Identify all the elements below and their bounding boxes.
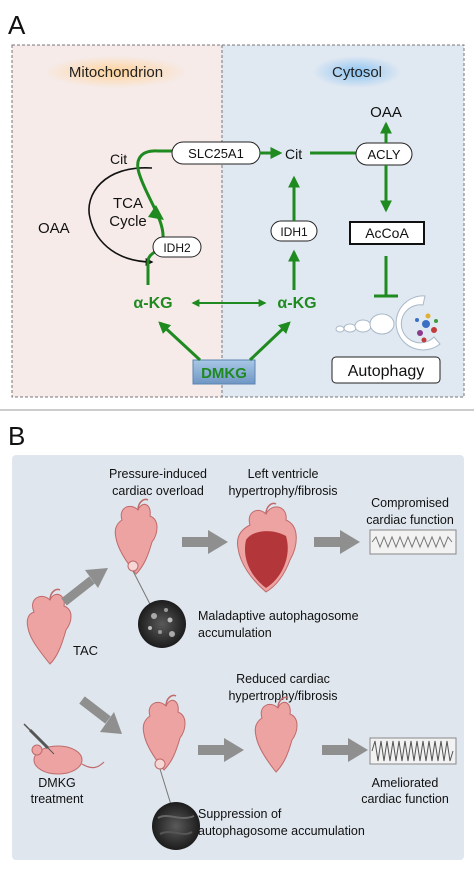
arrow-tac-to-dmkg <box>79 696 122 734</box>
overload-label-2: cardiac overload <box>112 484 204 498</box>
dmkg-treatment-label-2: treatment <box>31 792 84 806</box>
mitochondrion-label: Mitochondrion <box>69 64 163 81</box>
acly-box <box>355 142 413 166</box>
idh2-label: IDH2 <box>163 241 191 255</box>
micrograph-suppression <box>152 768 200 850</box>
arrow-reduced-to-ameliorated <box>322 738 368 762</box>
akg-cyto: α-KG <box>277 295 316 312</box>
lvh-label-1: Left ventricle <box>248 467 319 481</box>
cytosol-label-glow <box>313 56 401 88</box>
dmkg-to-akg-cyto-arrow <box>248 321 291 362</box>
suppression-label-2: autophagosome accumulation <box>198 824 365 838</box>
idh1-label: IDH1 <box>280 225 308 239</box>
dmkg-label: DMKG <box>201 365 247 382</box>
tca-label-line1: TCA <box>113 195 143 212</box>
lvh-label-2: hypertrophy/fibrosis <box>228 484 337 498</box>
mouse-icon <box>31 744 105 775</box>
reduced-label-2: hypertrophy/fibrosis <box>228 689 337 703</box>
acly-label: ACLY <box>368 147 401 162</box>
autophagy-label: Autophagy <box>348 363 425 380</box>
autophagy-box <box>331 356 441 384</box>
slc25a1-label: SLC25A1 <box>188 146 244 161</box>
cit-mito: Cit <box>110 151 127 167</box>
accoa-box <box>349 221 425 245</box>
oaa-top: OAA <box>370 104 402 121</box>
dmkg-box <box>192 359 256 385</box>
idh2-box <box>152 236 202 258</box>
tca-cycle-arc <box>88 167 154 266</box>
autophagosome-illustration <box>335 295 441 351</box>
accoa-label: AcCoA <box>365 225 409 241</box>
heart-reduced <box>254 696 298 773</box>
maladaptive-label-2: accumulation <box>198 626 272 640</box>
micrograph-maladaptive <box>132 570 186 648</box>
cit-cyto: Cit <box>285 146 302 162</box>
panel-a: A Mitochondrion Cytosol Cit OAA TCA Cycl… <box>8 10 465 398</box>
arrow-overload-to-hypertrophy <box>182 530 228 554</box>
compromised-label-1: Compromised <box>371 496 449 510</box>
ameliorated-function-trace <box>369 737 457 765</box>
arrow-dmkg-to-reduced <box>198 738 244 762</box>
heart-hypertrophy <box>237 502 297 593</box>
overload-label-1: Pressure-induced <box>109 467 207 481</box>
panel-a-border <box>11 44 465 398</box>
dmkg-to-akg-mito-arrow <box>158 321 202 362</box>
mitochondrion-region <box>12 45 222 397</box>
panel-a-letter: A <box>8 10 26 40</box>
tca-label-line2: Cycle <box>109 213 147 230</box>
tca-green-arrowhead <box>148 205 164 220</box>
tac-label: TAC <box>73 643 98 658</box>
panel-b: B Pressure-induced cardiac overload Left… <box>8 421 464 860</box>
oaa-left: OAA <box>38 220 70 237</box>
panel-b-letter: B <box>8 421 25 451</box>
dmkg-treatment-label-1: DMKG <box>38 776 76 790</box>
mitochondrion-label-glow <box>44 56 188 88</box>
cytosol-label: Cytosol <box>332 64 382 81</box>
syringe-icon <box>23 723 55 755</box>
arrow-hypertrophy-to-compromised <box>314 530 360 554</box>
ameliorated-label-2: cardiac function <box>361 792 449 806</box>
compromised-function-trace <box>369 529 457 555</box>
arrow-tac-to-overload <box>61 568 108 606</box>
akg-mito: α-KG <box>133 295 172 312</box>
compromised-label-2: cardiac function <box>366 513 454 527</box>
reduced-label-1: Reduced cardiac <box>236 672 330 686</box>
heart-tac <box>26 588 72 665</box>
heart-dmkg <box>142 694 186 771</box>
ameliorated-label-1: Ameliorated <box>372 776 439 790</box>
heart-overload <box>114 498 158 575</box>
maladaptive-label-1: Maladaptive autophagosome <box>198 609 359 623</box>
suppression-label-1: Suppression of <box>198 807 282 821</box>
